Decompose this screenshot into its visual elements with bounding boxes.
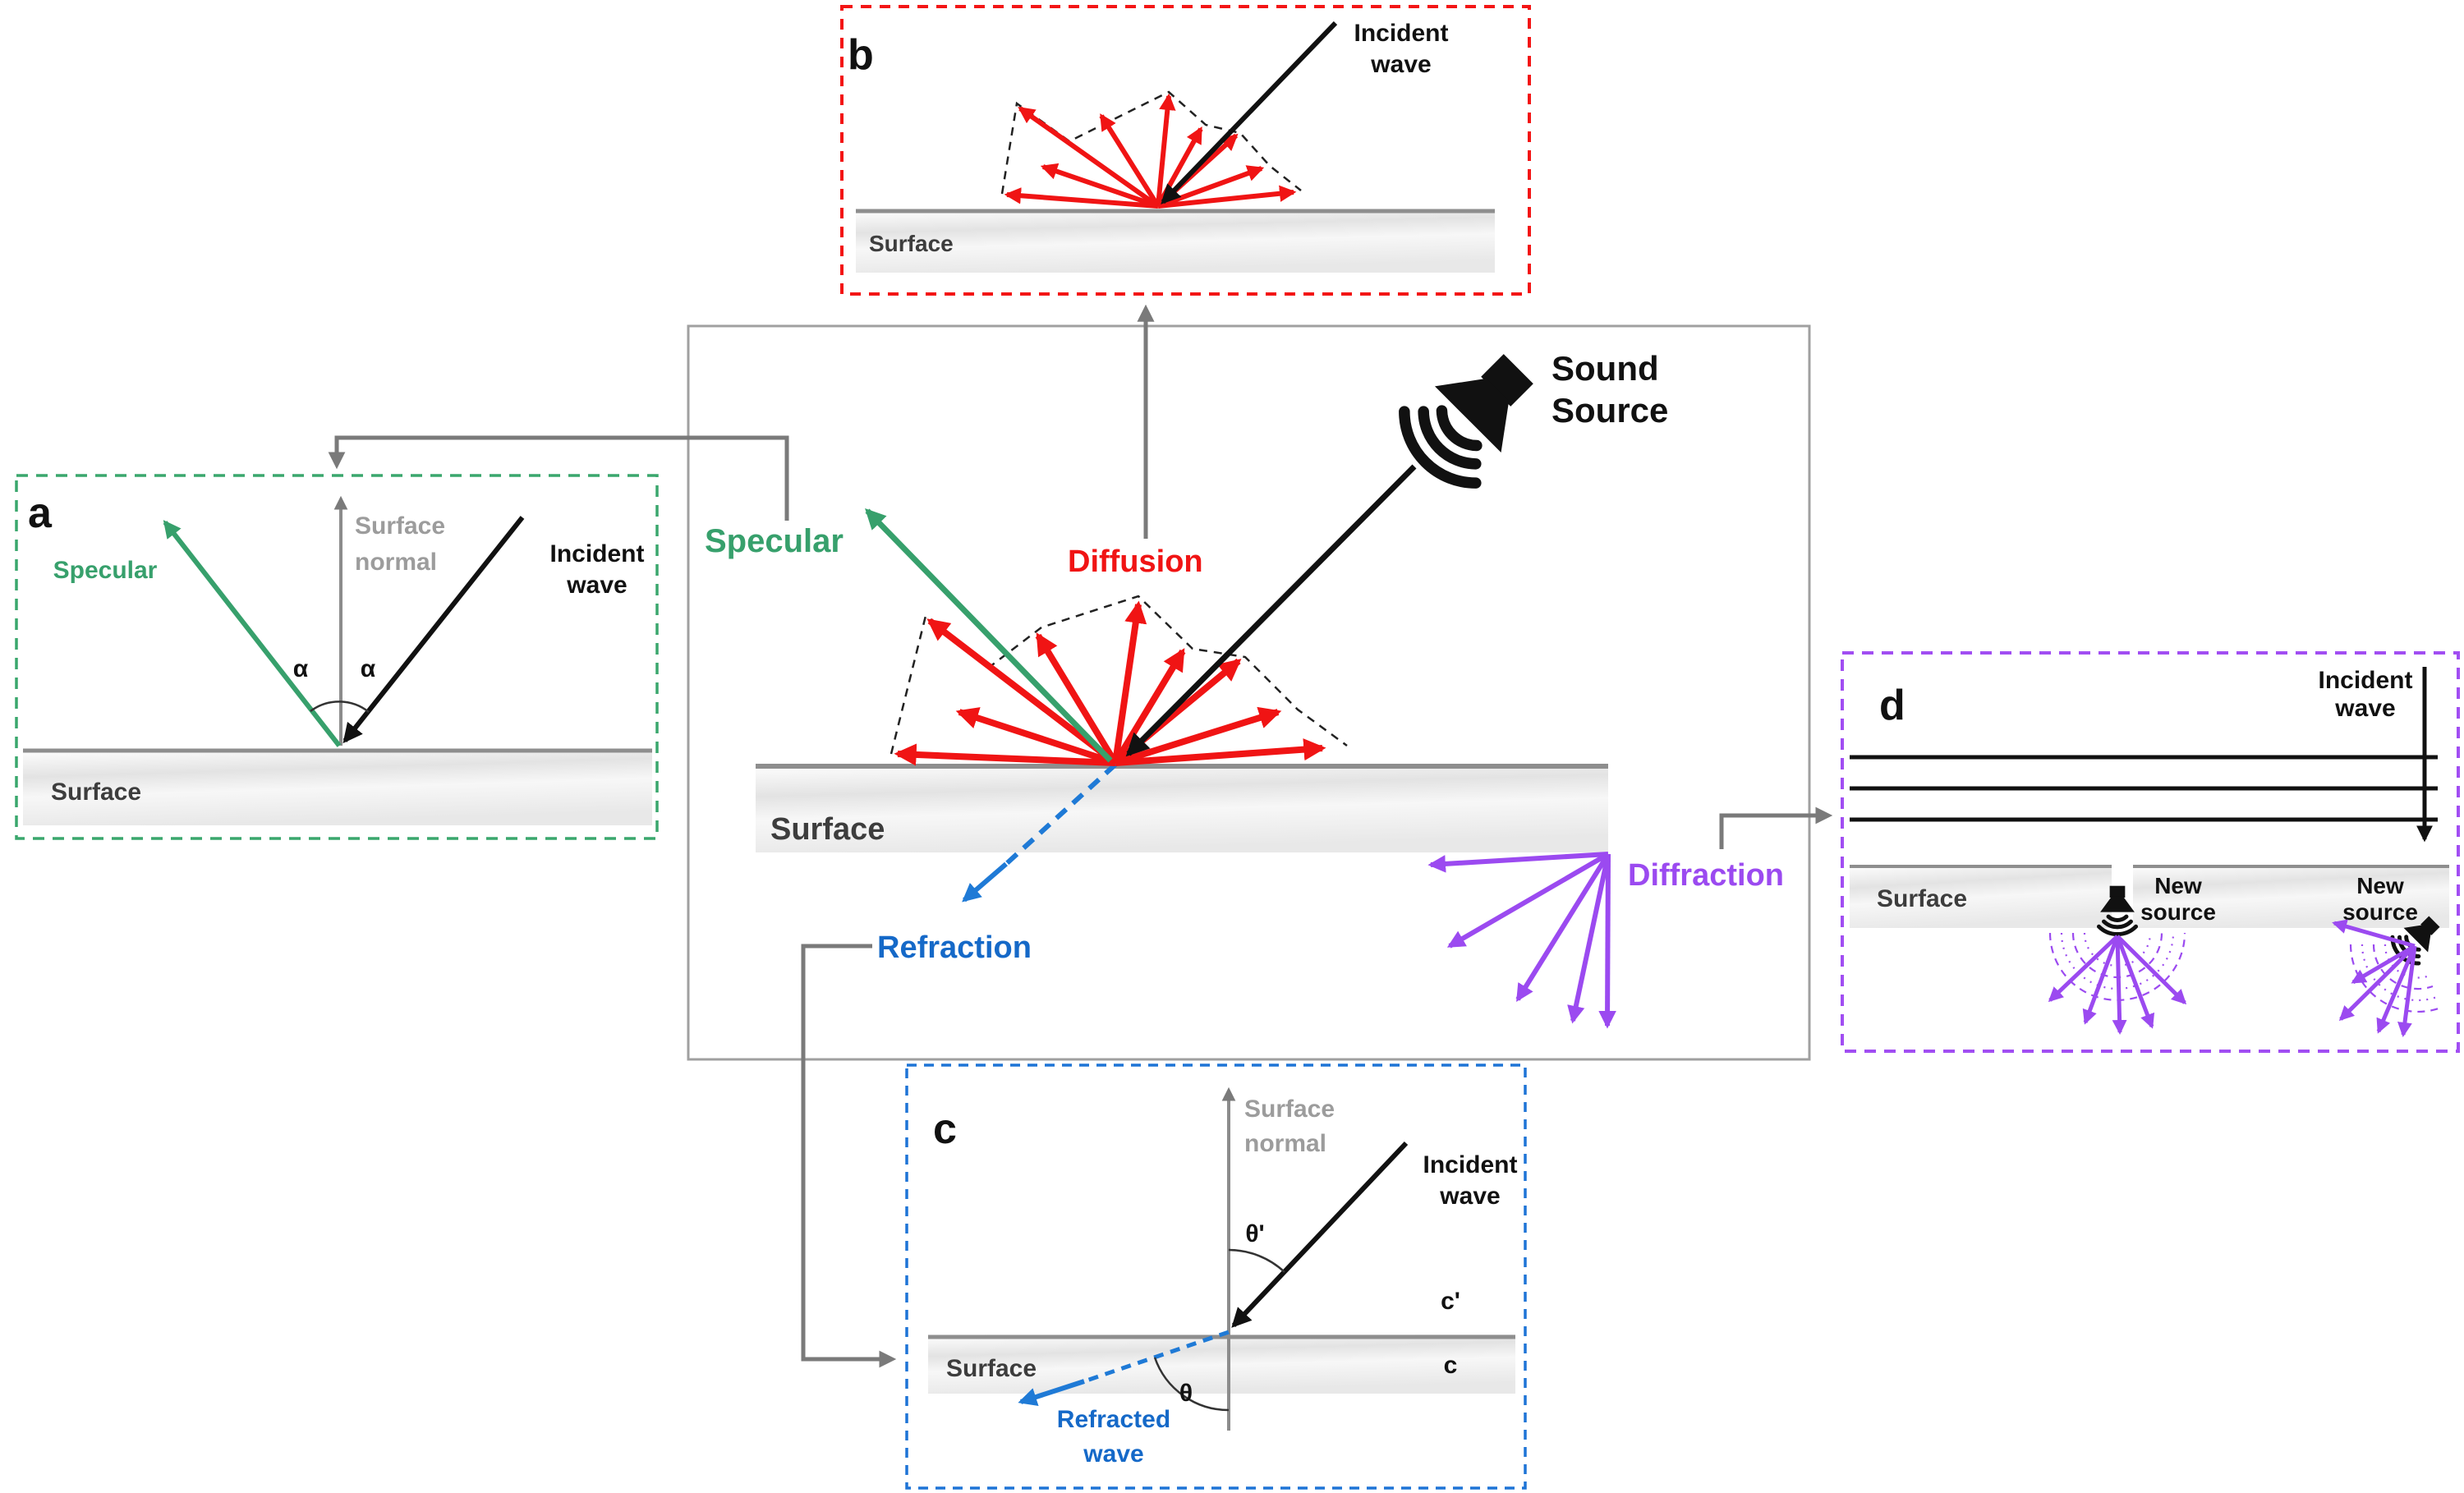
panel-a: Surface Surface normal Specular Incident… — [23, 489, 652, 825]
panel-c-surface — [928, 1335, 1515, 1394]
panel-d: Incident wave Surface New source New sou… — [1850, 667, 2449, 1037]
panel-b-scatter-outline — [1000, 90, 1302, 195]
panel-a-specular-arrow — [163, 520, 342, 747]
main-refraction-ray-dashed — [1004, 762, 1118, 866]
main-panel-frame — [687, 324, 1811, 1061]
panel-b-incident-label-1: Incident — [1354, 20, 1448, 47]
panel-a-normal-label-1: Surface — [355, 512, 445, 540]
panel-d-surface-label: Surface — [1877, 885, 1967, 912]
panel-c-normal-label-2: normal — [1244, 1130, 1326, 1157]
panel-c-incident-label-1: Incident — [1423, 1151, 1517, 1178]
sound-source-speaker-icon — [1390, 333, 1554, 498]
panel-a-incident-arrow — [342, 516, 525, 744]
panel-c-refracted-arrow — [1018, 1379, 1085, 1406]
panel-d-new-source-right-label-1: New — [2356, 873, 2404, 898]
panel-b-surface — [856, 209, 1495, 273]
panel-c-speed-below: c — [1444, 1352, 1458, 1379]
panel-b-tag: b — [848, 31, 874, 79]
panel-a-angle-left: α — [293, 655, 309, 682]
panel-a-tag: a — [28, 489, 53, 537]
panel-c-normal-label-1: Surface — [1244, 1096, 1335, 1123]
main-diffusion-label: Diffusion — [1068, 544, 1203, 579]
connector-refraction-to-panel-c — [801, 944, 897, 1368]
panel-c-angle-incident: θ' — [1245, 1220, 1264, 1247]
panel-d-surface-right — [2133, 865, 2449, 928]
panel-a-specular-label: Specular — [53, 557, 158, 584]
panel-c-refracted-label-1: Refracted — [1057, 1406, 1170, 1433]
panel-c-incident-label-2: wave — [1439, 1183, 1500, 1210]
main-refraction-label: Refraction — [877, 930, 1032, 965]
panel-b: Surface Incident wave b — [848, 20, 1495, 273]
panel-d-wavefront-lines — [1850, 755, 2438, 822]
main-incident-arrow — [1125, 464, 1417, 757]
main-diffraction-label: Diffraction — [1628, 858, 1784, 893]
panel-a-incident-label-1: Incident — [549, 540, 644, 567]
panel-d-incident-label-2: wave — [2334, 695, 2395, 722]
main-diffraction-arrows — [1427, 852, 1616, 1029]
panel-b-surface-label: Surface — [869, 231, 954, 256]
main-panel: Surface Sound Source S — [705, 333, 1784, 1029]
panel-c-incident-arrow — [1231, 1141, 1409, 1328]
panel-c-frame — [905, 1063, 1527, 1490]
panel-a-surface — [23, 749, 652, 825]
panel-b-incident-label-2: wave — [1370, 51, 1431, 78]
sound-source-label-1: Sound — [1551, 349, 1659, 388]
panel-a-frame — [15, 474, 659, 840]
main-diffusion-arrows — [894, 600, 1326, 766]
panel-c-refracted-label-2: wave — [1083, 1440, 1143, 1468]
panel-b-incident-arrow — [1161, 21, 1338, 204]
panel-c-tag: c — [933, 1105, 957, 1153]
panel-d-new-source-left-label-1: New — [2154, 873, 2202, 898]
panel-d-diffraction-arrows-right — [2332, 919, 2417, 1037]
panel-c-speed-above: c' — [1441, 1288, 1460, 1315]
panel-a-normal-label-2: normal — [355, 549, 437, 576]
panel-a-surface-label: Surface — [51, 779, 141, 806]
main-surface-label: Surface — [770, 812, 885, 847]
panel-c-refracted-angle-arc — [1153, 1357, 1230, 1412]
panel-c-angle-refracted: θ — [1179, 1380, 1193, 1407]
panel-a-angle-arc — [310, 701, 370, 713]
panel-d-wavelet-arcs-right — [2349, 944, 2442, 1013]
panel-d-new-source-right-label-2: source — [2342, 899, 2418, 925]
panel-c: Surface Surface normal Incident wave θ' … — [928, 1086, 1518, 1468]
main-specular-arrow — [865, 508, 1113, 763]
connector-diffraction-to-panel-d — [1719, 806, 1833, 849]
panel-d-surface-left — [1850, 865, 2112, 928]
panel-d-tag: d — [1879, 682, 1905, 729]
main-refraction-arrow — [962, 861, 1008, 903]
sound-source-label-2: Source — [1551, 391, 1668, 430]
panel-d-frame — [1841, 651, 2460, 1053]
panel-d-incident-label-1: Incident — [2318, 667, 2412, 694]
main-specular-label: Specular — [705, 523, 844, 559]
connector-specular-to-panel-a — [328, 435, 789, 521]
panel-b-frame — [840, 5, 1531, 296]
panel-a-angle-right: α — [361, 655, 376, 682]
panel-d-new-source-left-label-2: source — [2140, 899, 2216, 925]
panel-c-incident-angle-arc — [1228, 1248, 1285, 1273]
panel-c-refracted-ray-dashed — [1083, 1330, 1230, 1384]
panel-c-surface-label: Surface — [946, 1355, 1037, 1382]
panel-d-diffraction-arrows-left — [2048, 935, 2187, 1035]
panel-a-incident-label-2: wave — [566, 572, 627, 599]
main-surface — [756, 764, 1608, 852]
